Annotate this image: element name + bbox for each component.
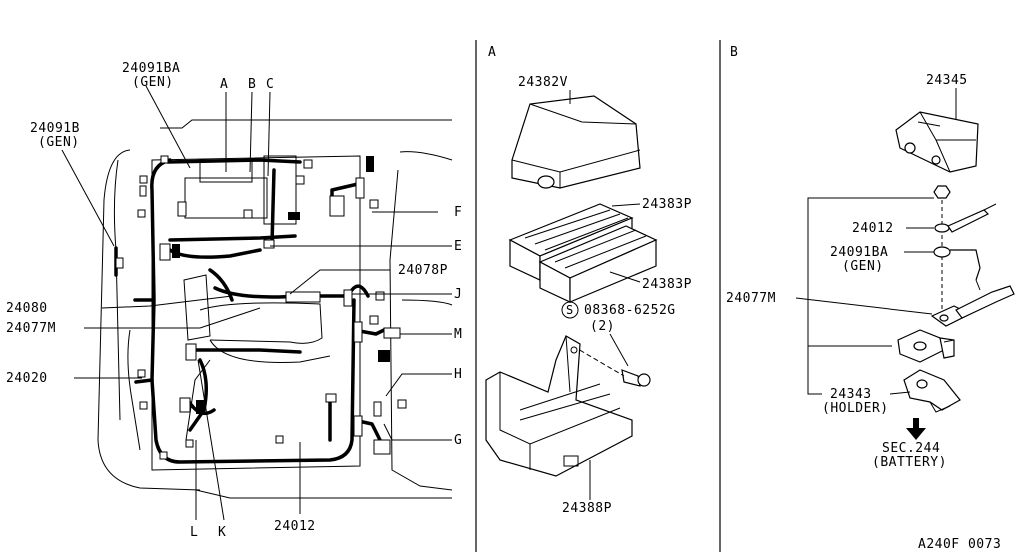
arrow-down-icon [906,418,926,440]
label-24091BA-b: 24091BA [830,245,888,260]
leader-24343 [889,391,911,395]
label-24077M-b: 24077M [726,291,776,306]
black-connectors [172,156,390,414]
label-24012: 24012 [274,519,316,534]
screw-symbol-circle [561,301,579,319]
label-letter-E: E [454,239,462,254]
label-letter-F: F [454,205,462,220]
label-letter-B: B [248,77,256,92]
label-24091BA-gen: (GEN) [132,75,174,90]
screw-part [621,369,651,387]
label-24091BA: 24091BA [122,61,180,76]
group-bracket-b [807,197,934,395]
leader-24077M-b [795,297,933,315]
bracket-holder [485,335,633,477]
label-letter-K: K [218,525,226,540]
diagram-code: A240F 0073 [918,537,1001,552]
fuse-block-2 [538,225,658,303]
label-letter-C: C [266,77,274,92]
label-sec244-battery: (BATTERY) [872,455,947,470]
terminal-stack [930,185,1015,327]
connectors [115,155,407,460]
label-24091B-gen: (GEN) [38,135,80,150]
label-24383P-1: 24383P [642,197,692,212]
label-letter-G: G [454,433,462,448]
section-b-title: B [730,45,738,60]
label-24091B: 24091B [30,121,80,136]
label-24388P: 24388P [562,501,612,516]
terminal-cover [895,111,979,173]
terminal-clamp [897,329,955,363]
label-screw-qty: (2) [590,319,615,334]
label-24080: 24080 [6,301,48,316]
label-letter-A: A [220,77,228,92]
label-24343-holder: (HOLDER) [822,401,889,416]
label-24012-b: 24012 [852,221,894,236]
engine-bay-outline [97,119,453,499]
battery-holder [903,369,961,413]
label-letter-M: M [454,327,462,342]
leader-24383P-1 [611,203,641,207]
label-24020: 24020 [6,371,48,386]
label-screw: 08368-6252G [584,303,676,318]
label-sec244: SEC.244 [882,441,940,456]
label-24345: 24345 [926,73,968,88]
leader-screw [609,333,629,367]
label-24077M: 24077M [6,321,56,336]
section-a-title: A [488,45,496,60]
label-24383P-2: 24383P [642,277,692,292]
label-24343: 24343 [830,387,872,402]
leader-lines-main [61,85,452,521]
label-letter-J: J [454,287,462,302]
fuse-box-cover [511,95,641,189]
label-letter-H: H [454,367,462,382]
leader-24383P-2 [609,271,641,283]
label-screw-symbol: S [566,303,573,317]
label-letter-L: L [190,525,198,540]
label-24091BA-b-gen: (GEN) [842,259,884,274]
label-24382V: 24382V [518,75,568,90]
label-24078P: 24078P [398,263,448,278]
